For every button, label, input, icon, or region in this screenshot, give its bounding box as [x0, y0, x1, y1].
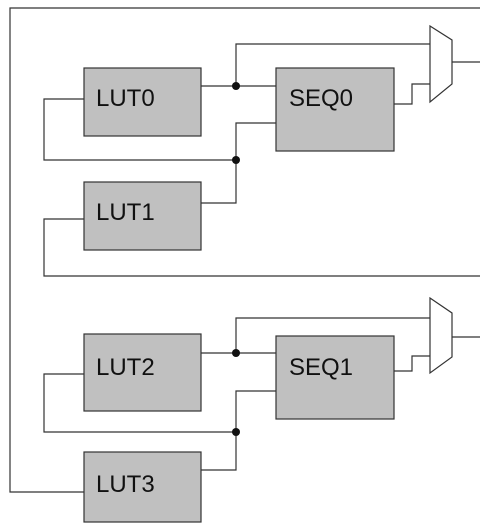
- lut2-bypass-to-mux1-wire: [235, 317, 431, 354]
- seq0-label: SEQ0: [289, 85, 353, 112]
- lut1-label: LUT1: [96, 199, 155, 226]
- seq0-block: SEQ0: [275, 67, 395, 152]
- lut1-box: [83, 181, 202, 251]
- junction-dot: [232, 349, 240, 357]
- left-bus-wire: [9, 7, 480, 493]
- seq1-to-mux1-wire: [393, 355, 431, 372]
- junction-dot: [232, 428, 240, 436]
- lut0-box: [83, 67, 202, 137]
- lut3-box: [83, 451, 202, 523]
- lut1-block: LUT1: [83, 181, 202, 251]
- lut2-block: LUT2: [83, 333, 202, 412]
- seq1-block: SEQ1: [275, 335, 395, 420]
- seq1-label: SEQ1: [289, 354, 353, 381]
- lut0-bypass-to-mux0-wire: [235, 43, 431, 87]
- junction-dot: [232, 82, 240, 90]
- mux-1: [429, 296, 453, 375]
- lut0-feedback-wire: [43, 98, 237, 161]
- lut2-feedback-wire: [43, 373, 237, 433]
- lut2-label: LUT2: [96, 354, 155, 381]
- lut2-box: [83, 333, 202, 412]
- seq1-box: [275, 335, 395, 420]
- lut3-block: LUT3: [83, 451, 202, 523]
- seq0-to-mux0-wire: [393, 83, 431, 105]
- lut0-block: LUT0: [83, 67, 202, 137]
- junction-dot: [232, 156, 240, 164]
- mux-0: [429, 24, 453, 104]
- lut3-label: LUT3: [96, 471, 155, 498]
- lut0-label: LUT0: [96, 85, 155, 112]
- bottom-group-wires: [43, 317, 480, 471]
- top-group-wires: [9, 7, 480, 493]
- lut1-loop-wire: [43, 218, 480, 277]
- seq0-box: [275, 67, 395, 152]
